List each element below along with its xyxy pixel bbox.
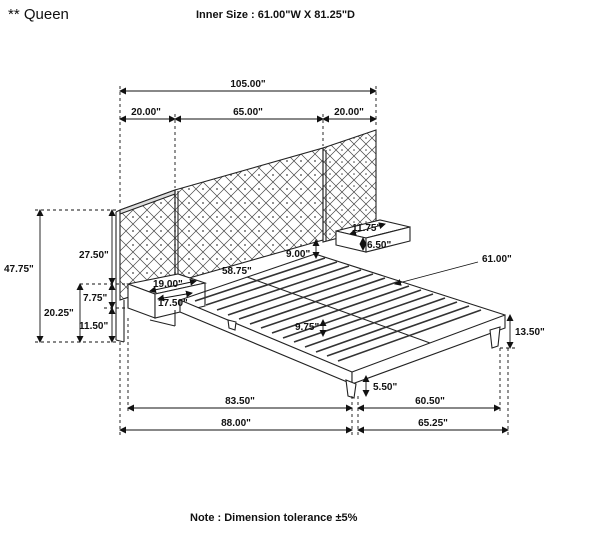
slats xyxy=(194,257,482,362)
label-leg-height: 5.50" xyxy=(373,382,397,393)
tolerance-note: Note : Dimension tolerance ±5% xyxy=(190,512,358,524)
label-nightstand-width: 19.00" xyxy=(153,279,183,290)
label-right-nightstand-height: 6.50" xyxy=(367,240,391,251)
label-nightstand-base: 11.50" xyxy=(79,321,108,332)
label-right-nightstand-width: 11.75" xyxy=(352,223,381,234)
label-total-width: 65.25" xyxy=(418,418,448,429)
dimension-labels: 105.00" 20.00" 65.00" 20.00" 47.75" 27.5… xyxy=(4,79,545,429)
headboard xyxy=(115,129,377,343)
label-frame-height: 13.50" xyxy=(515,327,545,338)
label-overall-width: 105.00" xyxy=(230,79,266,90)
label-headboard-gap: 9.00" xyxy=(286,249,310,260)
label-bed-width: 60.50" xyxy=(415,396,445,407)
label-overall-height: 47.75" xyxy=(4,264,34,275)
label-nightstand-depth: 17.50" xyxy=(158,298,188,309)
label-inner-width: 61.00" xyxy=(482,254,512,265)
size-title: ** Queen xyxy=(8,6,69,23)
label-rail-height: 9.75" xyxy=(295,322,319,333)
label-right-panel-width: 20.00" xyxy=(334,107,364,118)
label-inner-rail-length: 58.75" xyxy=(222,266,252,277)
label-bed-length: 83.50" xyxy=(225,396,255,407)
label-headboard-upper: 27.50" xyxy=(79,250,109,261)
inner-size-label: Inner Size : 61.00"W X 81.25"D xyxy=(196,9,355,21)
label-nightstand-height: 7.75" xyxy=(83,293,107,304)
label-left-panel-width: 20.00" xyxy=(131,107,161,118)
label-side-height: 20.25" xyxy=(44,308,74,319)
dimension-lines xyxy=(35,86,516,436)
bed-frame xyxy=(179,253,506,399)
label-total-length: 88.00" xyxy=(221,418,251,429)
label-center-panel-width: 65.00" xyxy=(233,107,263,118)
